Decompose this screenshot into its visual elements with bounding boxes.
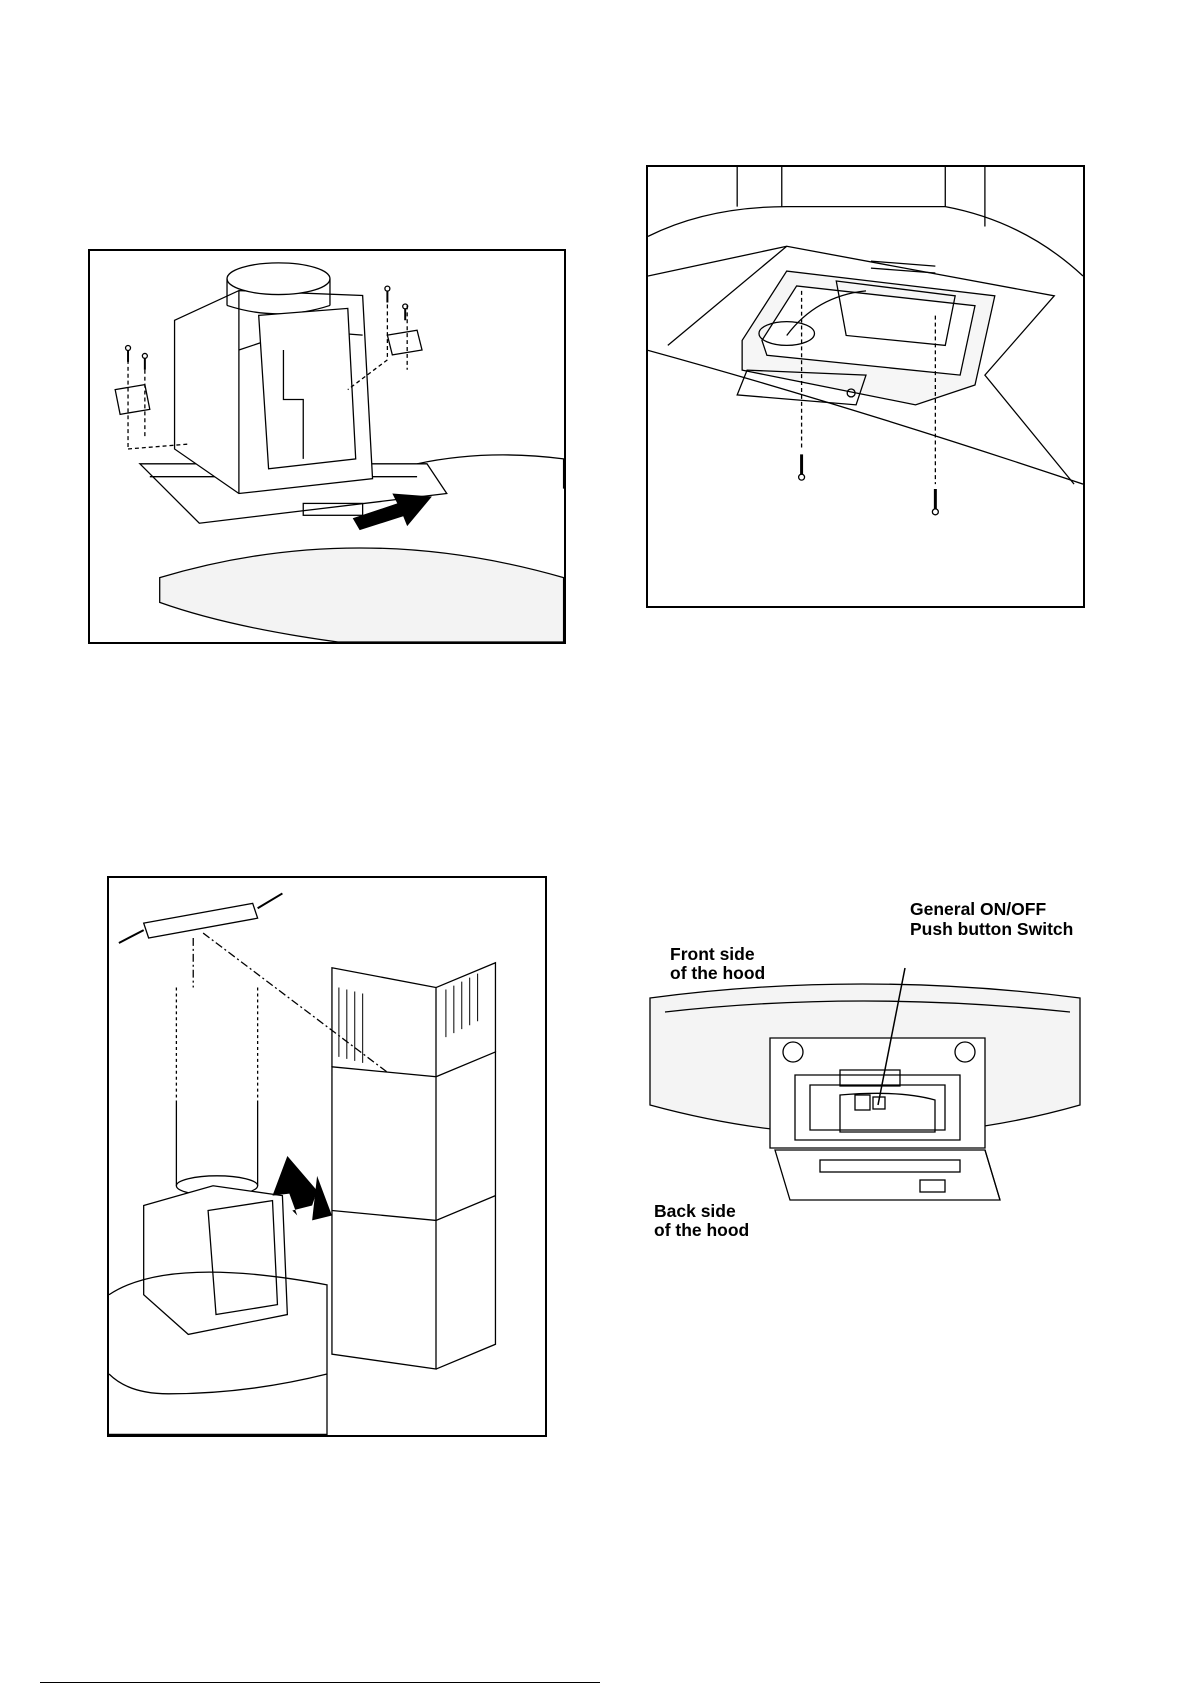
switch-label-line2: Push button Switch <box>910 920 1073 939</box>
figure-switch-location: General ON/OFF Push button Switch Front … <box>640 900 1100 1250</box>
back-side-label-line1: Back side <box>654 1202 736 1221</box>
motor-housing-drawing <box>90 251 564 642</box>
back-side-label-line2: of the hood <box>654 1221 749 1240</box>
footer-rule <box>40 1682 600 1683</box>
chimney-cover-drawing <box>109 878 545 1435</box>
front-side-label-line1: Front side <box>670 945 755 964</box>
switch-label-line1: General ON/OFF <box>910 900 1046 919</box>
figure-chimney-cover <box>107 876 547 1437</box>
figure-motor-housing-assembly <box>88 249 566 644</box>
figure-fixing-screws <box>646 165 1085 608</box>
front-side-label-line2: of the hood <box>670 964 765 983</box>
fixing-screws-drawing <box>648 167 1083 606</box>
